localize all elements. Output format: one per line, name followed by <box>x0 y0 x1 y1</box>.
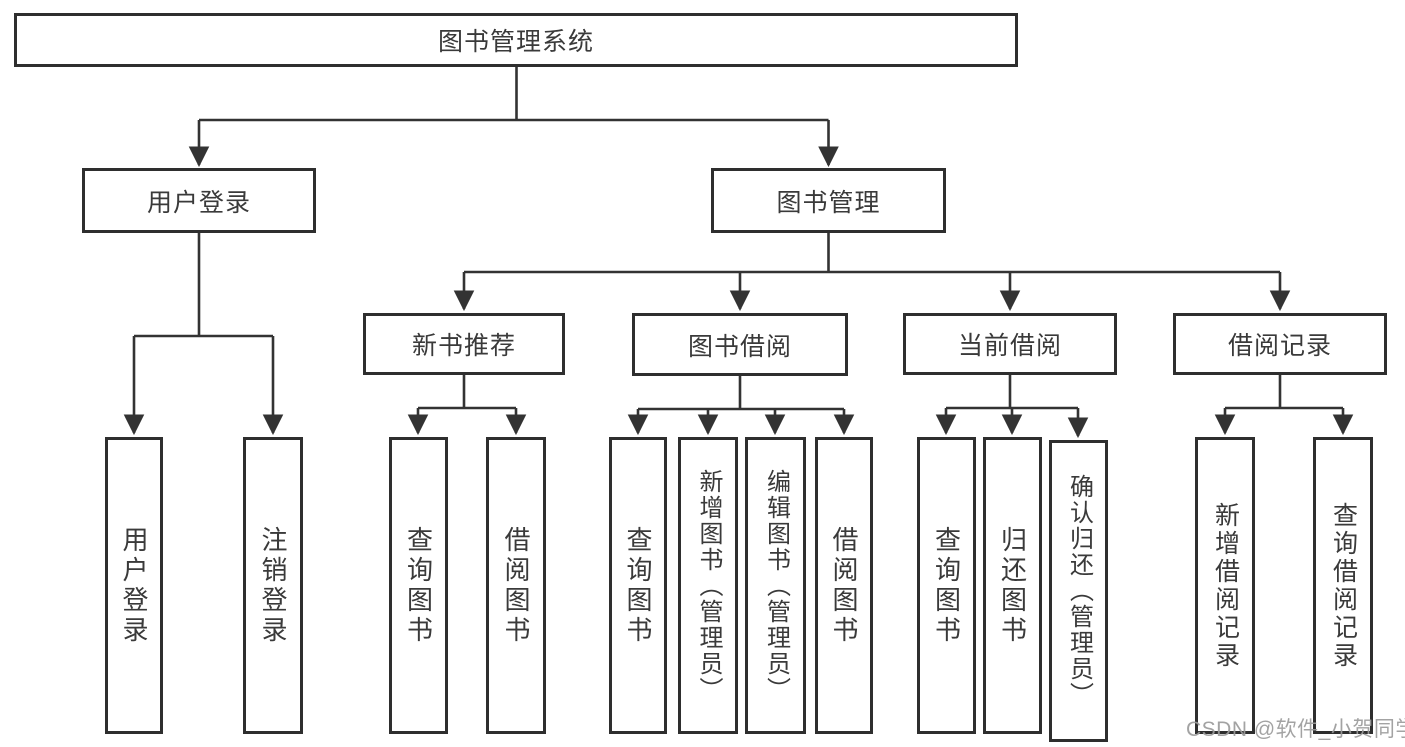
connector-user-login-children <box>123 233 284 436</box>
csdn-watermark: CSDN @软件_小贺同学 <box>1186 718 1405 741</box>
node-label: 借阅记录 <box>1227 332 1332 360</box>
leaf-label: 注销登录 <box>258 525 288 646</box>
leaf-label: 新增借阅记录 <box>1211 501 1240 670</box>
leaf-label: 用户登录 <box>119 525 149 646</box>
leaf-bb-edit-book-admin: 编辑图书（管理员） <box>745 437 806 734</box>
node-label: 当前借阅 <box>957 332 1062 360</box>
node-label: 图书管理 <box>776 188 881 217</box>
leaf-br-query-record: 查询借阅记录 <box>1313 437 1373 734</box>
node-book-borrowing: 图书借阅 <box>632 313 848 376</box>
leaf-label: 查询图书 <box>403 525 434 646</box>
leaf-label: 借阅图书 <box>501 525 531 646</box>
connector-new-book-rec-children <box>407 375 527 436</box>
node-label: 图书管理系统 <box>437 28 594 56</box>
leaf-label: 新增图书（管理员） <box>695 468 722 703</box>
connector-current-borrow-children <box>935 375 1089 439</box>
connector-borrow-record-children <box>1214 375 1354 436</box>
connector-root-to-level2 <box>188 67 839 168</box>
node-user-login: 用户登录 <box>82 168 316 233</box>
leaf-br-add-record: 新增借阅记录 <box>1195 437 1255 734</box>
node-root-system: 图书管理系统 <box>14 13 1018 67</box>
connector-book-borrow-children <box>627 376 855 436</box>
leaf-logout: 注销登录 <box>243 437 303 734</box>
node-current-borrowing: 当前借阅 <box>903 313 1117 375</box>
leaf-label: 查询图书 <box>931 525 962 646</box>
leaf-label: 确认归还（管理员） <box>1065 474 1093 708</box>
node-label: 用户登录 <box>146 188 251 217</box>
node-book-management: 图书管理 <box>711 168 946 233</box>
leaf-label: 归还图书 <box>997 525 1028 646</box>
leaf-bb-borrow-book: 借阅图书 <box>815 437 873 734</box>
leaf-label: 借阅图书 <box>829 525 859 646</box>
leaf-cb-query-book: 查询图书 <box>917 437 976 734</box>
leaf-label: 查询图书 <box>623 525 653 646</box>
node-new-book-recommendation: 新书推荐 <box>363 313 565 375</box>
leaf-rec-query-book: 查询图书 <box>389 437 448 734</box>
node-label: 图书借阅 <box>687 332 792 361</box>
leaf-label: 查询借阅记录 <box>1329 501 1358 670</box>
node-borrowing-records: 借阅记录 <box>1173 313 1387 375</box>
leaf-cb-return-book: 归还图书 <box>983 437 1042 734</box>
leaf-label: 编辑图书（管理员） <box>762 468 790 703</box>
leaf-bb-query-book: 查询图书 <box>609 437 667 734</box>
leaf-cb-confirm-return-admin: 确认归还（管理员） <box>1049 440 1108 742</box>
leaf-user-login: 用户登录 <box>105 437 163 734</box>
leaf-rec-borrow-book: 借阅图书 <box>486 437 546 734</box>
connector-book-mgmt-to-level3 <box>453 233 1291 312</box>
leaf-bb-add-book-admin: 新增图书（管理员） <box>678 437 738 734</box>
node-label: 新书推荐 <box>411 332 516 360</box>
